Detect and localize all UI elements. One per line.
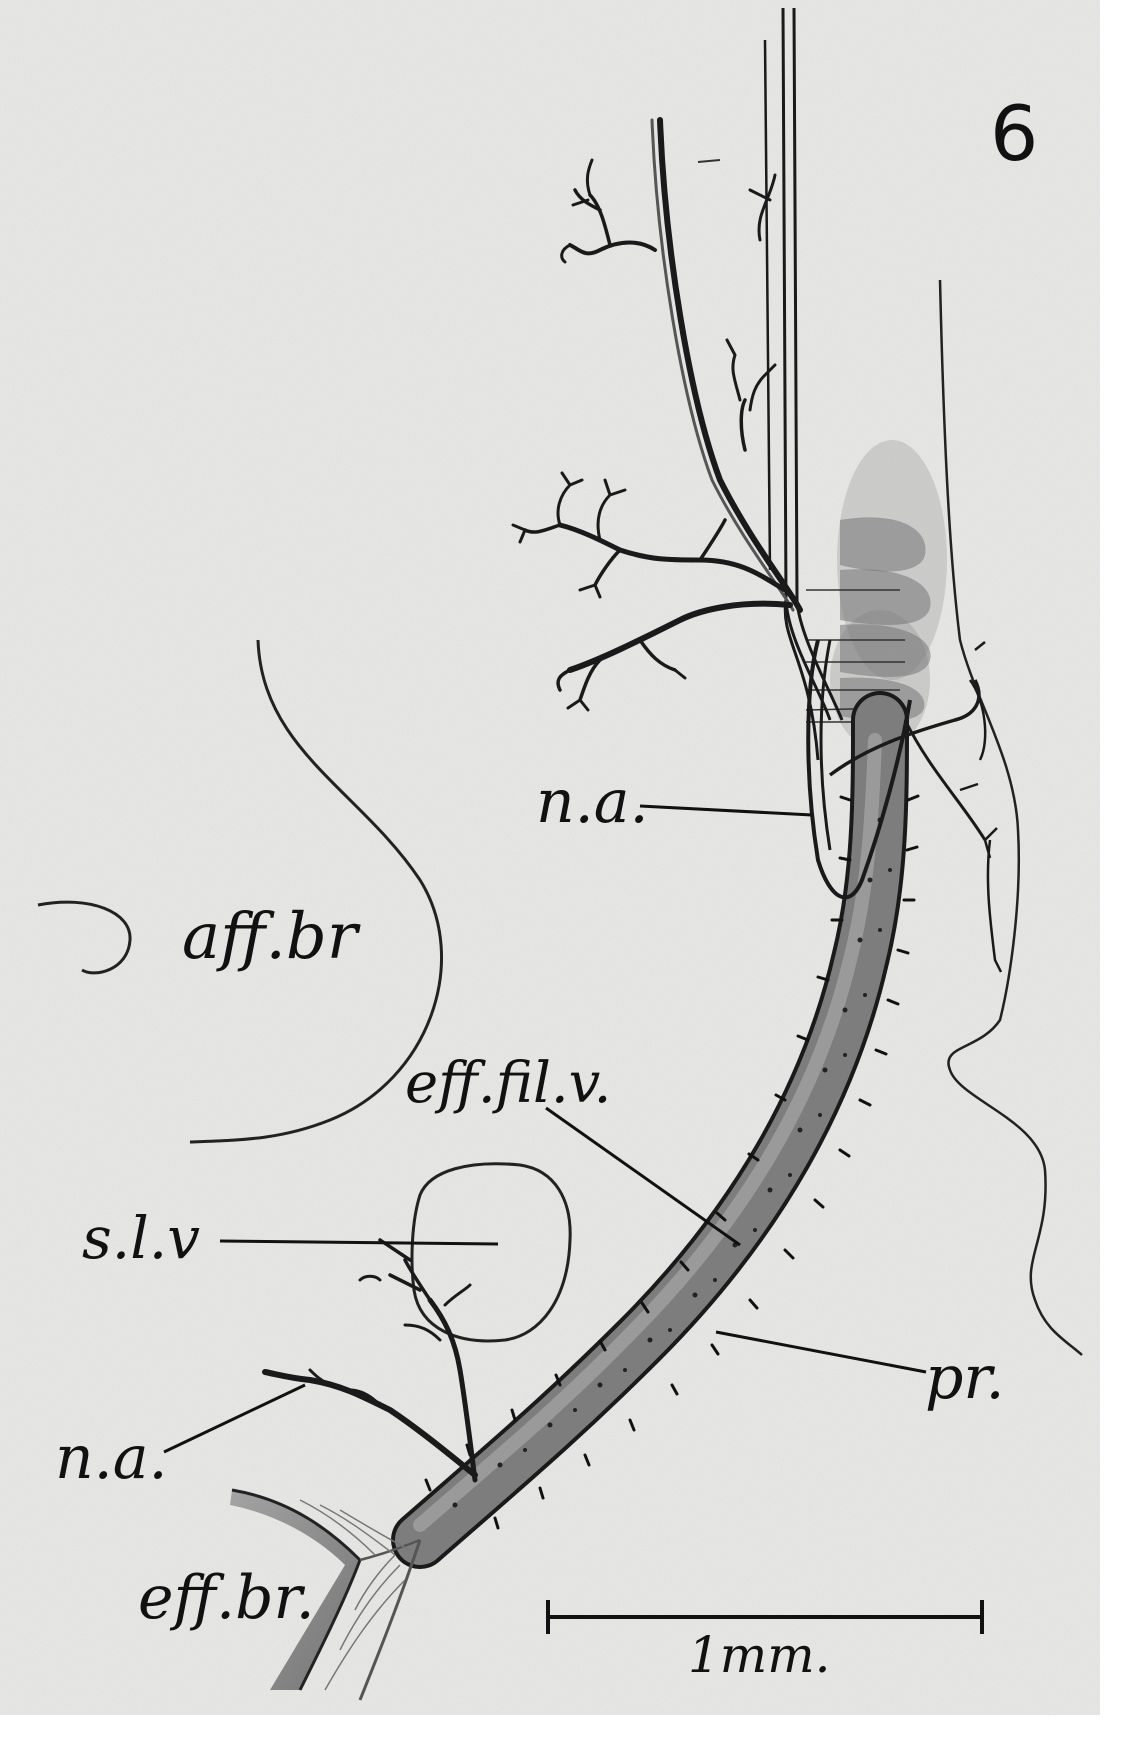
label-pr: pr. [925, 1343, 1005, 1413]
label-n-a-lower: n.a. [55, 1423, 168, 1493]
label-aff-br: aff.br [182, 900, 361, 974]
scale-bar-label: 1mm. [688, 1626, 831, 1684]
figure-number: 6 [990, 89, 1038, 178]
label-eff-br: eff.br. [138, 1563, 315, 1633]
label-eff-fil-v: eff.fil.v. [405, 1051, 611, 1116]
label-n-a-upper: n.a. [536, 767, 649, 837]
label-s-l-v: s.l.v [82, 1204, 200, 1272]
